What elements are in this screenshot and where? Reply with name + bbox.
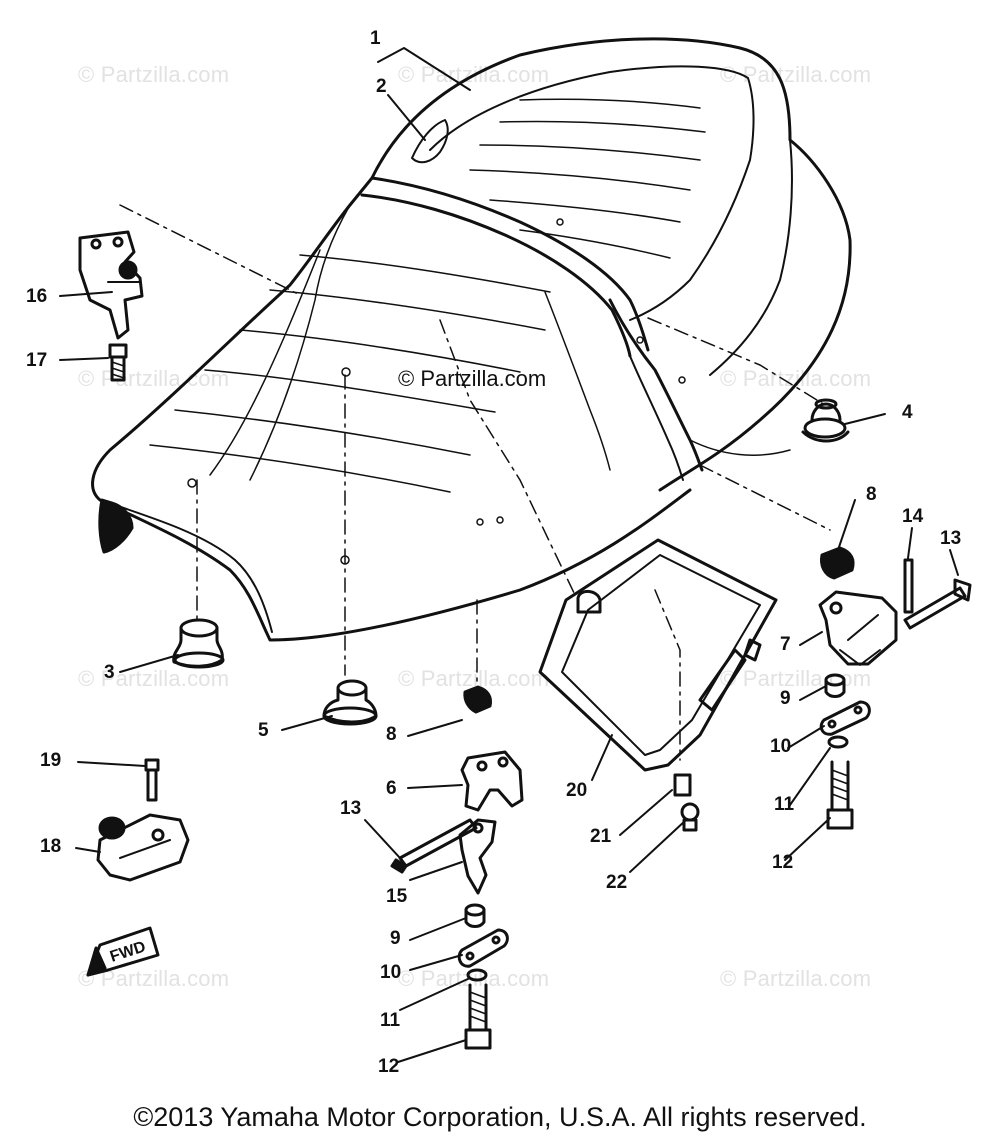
part-13-bolt-right <box>903 578 972 630</box>
callout-13-left: 13 <box>340 798 362 819</box>
assembly-lines <box>119 204 831 761</box>
callout-11-left: 11 <box>380 1010 401 1031</box>
part-9-collar-left <box>464 903 486 928</box>
callout-2: 2 <box>376 76 387 97</box>
callout-10-left: 10 <box>380 962 402 983</box>
part-17-bolt <box>108 343 128 382</box>
callout-1: 1 <box>370 28 381 49</box>
part-9-collar-right <box>824 673 846 698</box>
seat <box>91 37 852 642</box>
fwd-arrow <box>86 926 160 977</box>
part-20-tray <box>538 538 778 772</box>
watermark: © Partzilla.com <box>720 62 872 87</box>
part-8-right <box>820 546 855 580</box>
part-10-plate-right <box>819 700 871 736</box>
watermark: © Partzilla.com <box>720 666 872 691</box>
callout-8-right: 8 <box>866 484 877 505</box>
part-16-lock-bracket <box>78 230 144 340</box>
callout-15: 15 <box>386 886 408 907</box>
callout-22: 22 <box>606 872 628 893</box>
part-12-bolt-left <box>464 983 492 1050</box>
callout-18: 18 <box>40 836 62 857</box>
part-6-hinge <box>460 685 524 812</box>
callout-9-left: 9 <box>390 928 401 949</box>
callout-8-left: 8 <box>386 724 397 745</box>
center-watermark: © Partzilla.com <box>398 366 547 391</box>
part-19-screw <box>144 758 160 802</box>
part-7-hinge <box>818 590 898 666</box>
part-10-plate-left <box>457 928 509 968</box>
part-4-damper <box>801 398 850 443</box>
watermark: © Partzilla.com <box>78 366 230 391</box>
part-11-washer-left <box>466 968 488 982</box>
part-18-lock <box>96 813 190 882</box>
callout-10-right: 10 <box>770 736 792 757</box>
callout-4: 4 <box>902 402 913 423</box>
part-12-bolt-right <box>826 760 854 830</box>
part-21-nut <box>673 773 692 797</box>
part-22-screw <box>680 802 700 832</box>
callout-17: 17 <box>26 350 48 371</box>
callout-3: 3 <box>104 662 115 683</box>
callout-21: 21 <box>590 826 612 847</box>
callout-16: 16 <box>26 286 48 307</box>
watermark: © Partzilla.com <box>720 966 872 991</box>
watermark: © Partzilla.com <box>398 666 550 691</box>
watermark: © Partzilla.com <box>78 62 230 87</box>
callout-20: 20 <box>566 780 588 801</box>
callout-12-left: 12 <box>378 1056 400 1077</box>
callout-12-right: 12 <box>772 852 794 873</box>
callout-6: 6 <box>386 778 397 799</box>
callout-5: 5 <box>258 720 269 741</box>
part-13-bolt-left <box>390 818 478 874</box>
part-15-lever <box>458 818 497 895</box>
callout-19: 19 <box>40 750 62 771</box>
part-5-damper <box>322 679 378 726</box>
copyright-notice: ©2013 Yamaha Motor Corporation, U.S.A. A… <box>133 1102 867 1132</box>
part-11-washer-right <box>827 735 849 749</box>
leader-lines <box>59 47 959 1063</box>
part-3-damper <box>172 618 225 669</box>
callout-11-right: 11 <box>774 794 795 815</box>
callout-7: 7 <box>780 634 791 655</box>
callout-14: 14 <box>902 506 924 527</box>
callout-13-right: 13 <box>940 528 962 549</box>
watermark: © Partzilla.com <box>78 666 230 691</box>
callout-9-right: 9 <box>780 688 791 709</box>
part-14-pin <box>903 558 914 614</box>
